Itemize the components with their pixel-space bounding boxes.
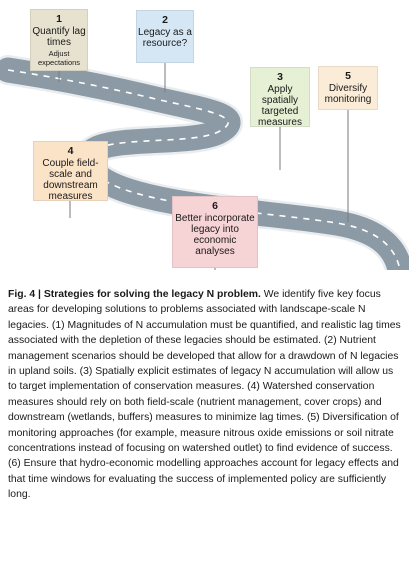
step-1-sign: 1 Quantify lag times Adjust expectations xyxy=(30,9,88,71)
step-1-label: Quantify lag times xyxy=(32,25,86,48)
step-4-number: 4 xyxy=(67,145,74,157)
step-5-label: Diversify monitoring xyxy=(324,82,372,105)
step-6-label: Better incorporate legacy into economic … xyxy=(175,212,255,258)
step-5-number: 5 xyxy=(345,70,351,82)
step-6-sign: 6 Better incorporate legacy into economi… xyxy=(172,196,258,268)
step-2-number: 2 xyxy=(162,14,168,26)
step-4-sign: 4 Couple field-scale and downstream meas… xyxy=(33,141,108,203)
caption-text: We identify five key focus areas for dev… xyxy=(8,289,401,501)
step-3-label: Apply spatially targeted measures xyxy=(258,83,302,129)
step-1-sublabel: Adjust expectations xyxy=(37,49,81,67)
figure-label: Fig. 4 | Strategies for solving the lega… xyxy=(8,289,261,300)
figure-caption: Fig. 4 | Strategies for solving the lega… xyxy=(8,287,402,503)
road-center-line xyxy=(7,69,401,270)
step-4-label: Couple field-scale and downstream measur… xyxy=(42,157,99,203)
step-2-sign: 2 Legacy as a resource? xyxy=(136,10,194,63)
step-2-label: Legacy as a resource? xyxy=(138,26,192,49)
step-5-sign: 5 Diversify monitoring xyxy=(318,66,378,110)
winding-road xyxy=(0,55,409,270)
step-1-number: 1 xyxy=(56,13,62,25)
step-3-sign: 3 Apply spatially targeted measures xyxy=(250,67,310,129)
step-3-number: 3 xyxy=(277,71,283,83)
step-6-number: 6 xyxy=(212,200,218,212)
